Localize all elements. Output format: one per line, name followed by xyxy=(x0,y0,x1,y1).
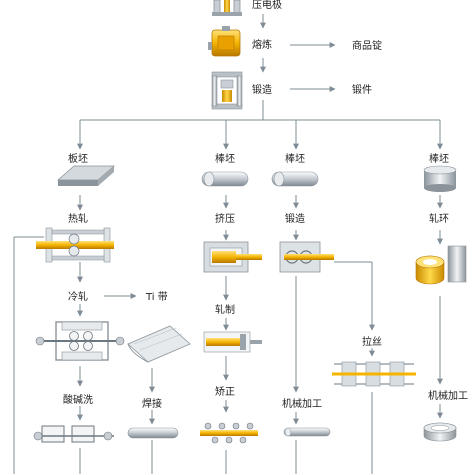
label-electrode: 压电极 xyxy=(252,0,282,11)
label-cold-roll: 冷轧 xyxy=(68,290,88,303)
electrode-press-icon xyxy=(212,0,242,16)
label-roll-make: 轧制 xyxy=(215,303,235,316)
bar-icon xyxy=(127,427,179,439)
bar-icon xyxy=(201,171,249,187)
rolled-tube-icon xyxy=(203,331,262,353)
label-bar1: 棒坯 xyxy=(215,152,235,165)
straightening-rollers-icon xyxy=(200,422,258,444)
ring-rolling-icon xyxy=(415,245,467,285)
label-smelt: 熔炼 xyxy=(252,38,272,51)
label-draw-wire: 拉丝 xyxy=(362,335,382,348)
machined-bar-icon xyxy=(283,427,331,437)
pickling-line-icon xyxy=(33,425,114,443)
cylinder-icon xyxy=(423,165,457,192)
label-machining2: 机械加工 xyxy=(428,389,468,402)
forge-press-icon xyxy=(211,71,243,110)
machined-ring-icon xyxy=(423,422,457,442)
label-machining1: 机械加工 xyxy=(282,397,322,410)
label-forging: 锻件 xyxy=(352,83,372,96)
cold-rolling-mill-icon xyxy=(35,321,125,361)
label-bar2: 棒坯 xyxy=(285,152,305,165)
label-hot-roll: 热轧 xyxy=(68,212,88,225)
label-ti-strip: Ti 带 xyxy=(145,291,168,303)
label-slab: 板坯 xyxy=(68,152,88,165)
label-forge2: 锻造 xyxy=(285,212,305,225)
slab-icon xyxy=(56,165,116,186)
label-weld: 焊接 xyxy=(142,397,162,410)
hot-rolling-mill-icon xyxy=(36,227,114,263)
wire-drawing-icon xyxy=(332,361,416,387)
label-ring-roll: 轧环 xyxy=(429,212,449,225)
connectors xyxy=(13,14,443,474)
welding-sheet-icon xyxy=(127,325,191,363)
label-forge: 锻造 xyxy=(252,83,272,96)
label-ingot: 商品锭 xyxy=(352,39,382,52)
extrusion-press-icon xyxy=(203,241,262,273)
bar-icon xyxy=(271,171,319,187)
label-straighten: 矫正 xyxy=(215,385,235,398)
label-extrude: 挤压 xyxy=(215,212,235,225)
furnace-icon xyxy=(208,26,241,57)
label-bar3: 棒坯 xyxy=(429,152,449,165)
forging-die-icon xyxy=(279,241,334,273)
label-pickle: 酸碱洗 xyxy=(63,393,93,406)
